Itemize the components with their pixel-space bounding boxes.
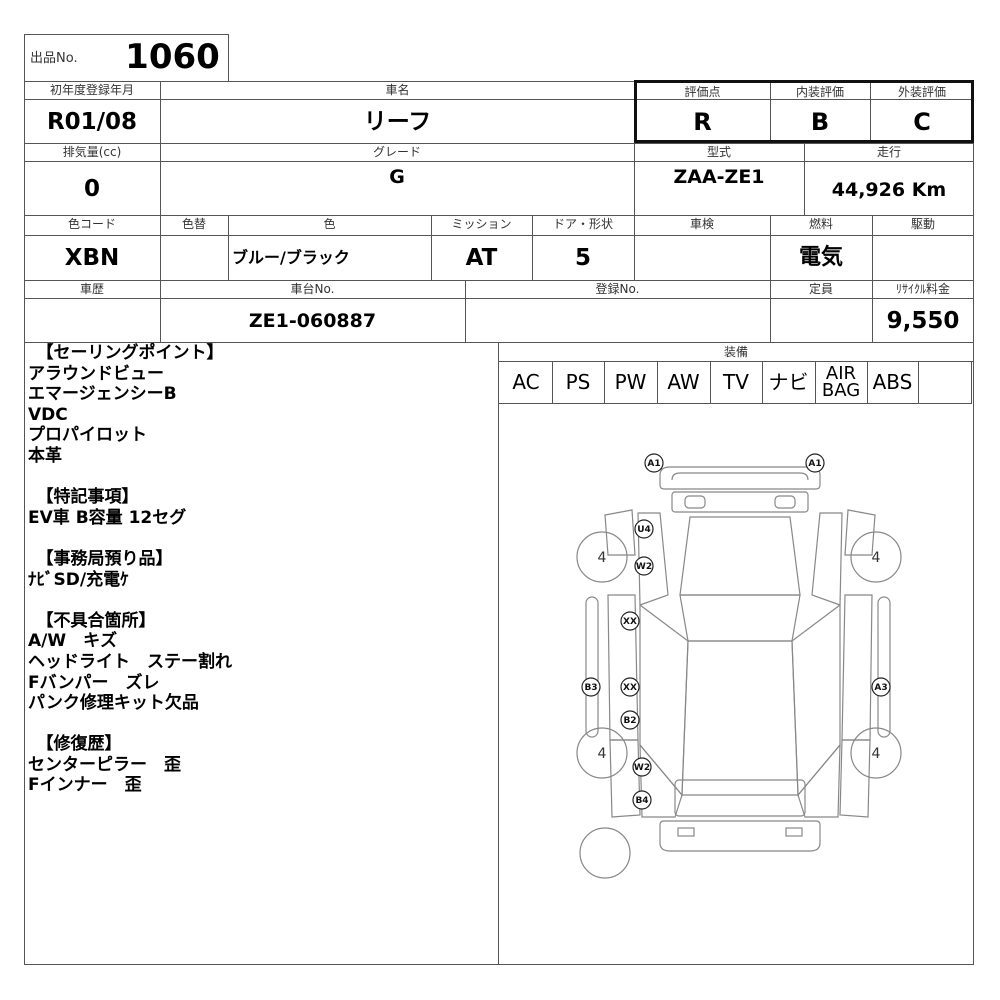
notes-line: センターピラー 歪 (28, 754, 181, 775)
notes-line: VDC (28, 404, 68, 425)
tire-front-right-icon (850, 531, 902, 583)
notes-line (28, 714, 496, 735)
mission-value: AT (465, 245, 498, 271)
damage-mark-xx-mid: XX (623, 683, 637, 693)
color-code-value: XBN (64, 245, 120, 271)
damage-mark-a3: A3 (874, 683, 887, 693)
door-label: ドア・形状 (552, 217, 613, 231)
repaint-label: 色替 (181, 217, 206, 231)
tire-rear-left-icon (576, 727, 628, 779)
recycle-fee-value: 9,550 (886, 308, 960, 334)
reg-number-label: 登録No. (595, 282, 640, 296)
displacement-value: 0 (83, 176, 100, 202)
notes-line: 【セーリングポイント】 (28, 343, 224, 363)
equip-airbag-line2: BAG (821, 380, 861, 401)
mission-label: ミッション (451, 217, 512, 231)
equip-aw: AW (667, 370, 700, 394)
equip-ps: PS (565, 370, 591, 394)
damage-mark-b2: B2 (623, 716, 636, 726)
damage-mark-b4: B4 (635, 796, 648, 806)
mileage-label: 走行 (876, 145, 901, 159)
car-name-value: リーフ (363, 109, 432, 135)
equip-tv: TV (723, 370, 749, 394)
score-label: 評価点 (684, 85, 721, 99)
displacement-label: 排気量(cc) (62, 145, 122, 159)
fuel-label: 燃料 (808, 217, 833, 231)
grade-value: G (389, 166, 405, 188)
recycle-fee-label: ﾘｻｲｸﾙ料金 (895, 282, 950, 296)
chassis-value: ZE1-060887 (248, 310, 377, 332)
exterior-label: 外装評価 (897, 85, 946, 99)
notes-line: 【事務局預り品】 (28, 548, 173, 569)
fuel-value: 電気 (798, 245, 843, 270)
damage-mark-a1-left: A1 (647, 459, 660, 469)
model-value: ZAA-ZE1 (673, 166, 765, 188)
notes-line (28, 590, 496, 611)
history-label: 車歴 (79, 282, 104, 296)
damage-mark-w2-front: W2 (636, 562, 652, 572)
door-value: 5 (574, 245, 591, 271)
notes-line: 【修復歴】 (28, 734, 122, 755)
notes-line: EV車 B容量 12セグ (28, 507, 187, 528)
chassis-label: 車台No. (290, 282, 335, 296)
notes-line: エマージェンシーB (28, 384, 177, 405)
score-box (634, 80, 974, 143)
equip-abs: ABS (872, 370, 913, 394)
notes-line: ﾅﾋﾞSD/充電ｹ (28, 569, 129, 590)
car-damage-diagram: 4 4 4 4 A1 A1 U4 W2 XX B3 XX A3 B2 W2 B4 (576, 453, 902, 879)
notes-line: 【特記事項】 (28, 487, 139, 508)
equip-airbag: AIR BAG (815, 362, 867, 402)
notes-line: 本革 (28, 445, 62, 466)
tire-rear-left-depth: 4 (598, 746, 607, 762)
notes-panel: 【セーリングポイント】 アラウンドビュー エマージェンシーB VDC プロパイロ… (28, 343, 496, 796)
notes-line: Fバンパー ズレ (28, 672, 160, 693)
mileage-value: 44,926 Km (831, 179, 947, 201)
capacity-label: 定員 (808, 282, 833, 296)
tire-rear-right-icon (850, 727, 902, 779)
notes-line: パンク修理キット欠品 (28, 693, 199, 714)
equip-pw: PW (614, 370, 647, 394)
damage-mark-w2-rear: W2 (634, 763, 650, 773)
grade-label: グレード (372, 145, 421, 159)
interior-label: 内装評価 (795, 85, 844, 99)
score-value: R (693, 108, 712, 136)
reg-date-value: R01/08 (46, 109, 138, 135)
equipment-label: 装備 (723, 345, 748, 359)
notes-line: アラウンドビュー (28, 363, 164, 384)
notes-line: A/W キズ (28, 631, 118, 652)
reg-date-label: 初年度登録年月 (49, 83, 134, 97)
lot-number-label: 出品No. (30, 51, 78, 66)
tire-front-right-depth: 4 (872, 550, 881, 566)
color-code-label: 色コード (67, 217, 116, 231)
tire-front-left-icon (576, 531, 628, 583)
spare-tire-icon (579, 827, 631, 879)
damage-mark-xx-top: XX (623, 617, 637, 627)
model-label: 型式 (706, 145, 731, 159)
notes-line (28, 528, 496, 549)
car-name-label: 車名 (385, 83, 410, 97)
color-value: ブルー/ブラック (232, 248, 350, 267)
notes-line: プロパイロット (28, 425, 147, 446)
equip-airbag-line1: AIR (825, 363, 857, 384)
color-label: 色 (323, 217, 336, 231)
drive-label: 駆動 (910, 217, 935, 231)
damage-mark-u4: U4 (637, 525, 651, 535)
equip-navi: ナビ (768, 370, 809, 394)
notes-line (28, 467, 496, 488)
inspection-label: 車検 (689, 217, 714, 231)
interior-value: B (810, 108, 830, 136)
tire-front-left-depth: 4 (598, 550, 607, 566)
lower-section (24, 342, 974, 965)
notes-line: 【不具合箇所】 (28, 610, 156, 631)
notes-line: ヘッドライト ステー割れ (28, 651, 232, 672)
damage-mark-a1-right: A1 (808, 459, 821, 469)
damage-mark-b3: B3 (584, 683, 597, 693)
exterior-value: C (913, 108, 931, 136)
equip-ac: AC (512, 370, 540, 394)
tire-rear-right-depth: 4 (872, 746, 881, 762)
notes-line: Fインナー 歪 (28, 775, 142, 796)
lot-number-value: 1060 (125, 37, 220, 77)
